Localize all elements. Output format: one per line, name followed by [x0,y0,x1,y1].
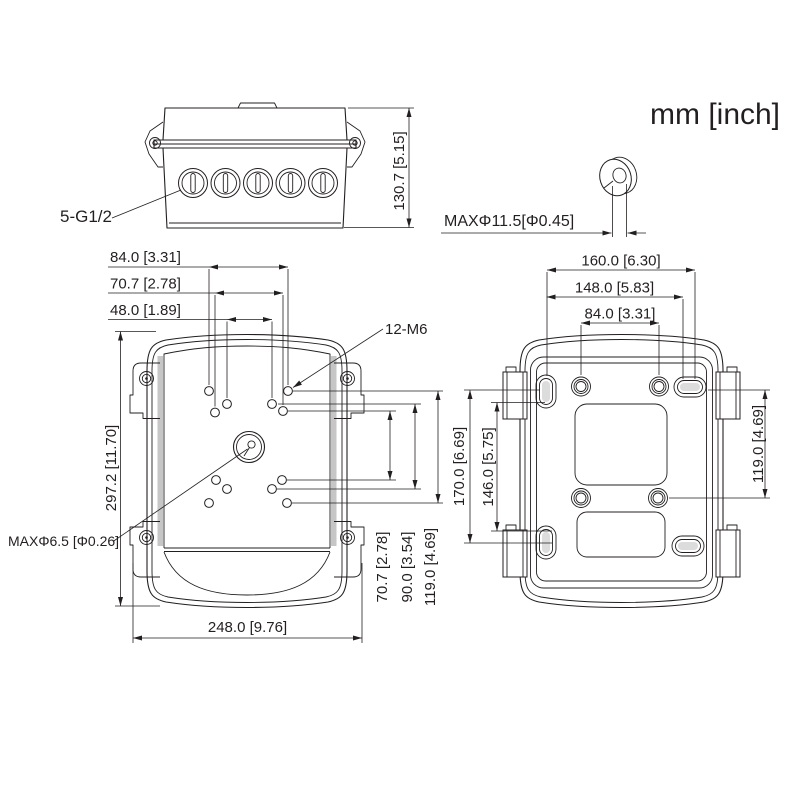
grommet-body [599,158,632,197]
front-center-hole [232,430,266,464]
front-dim-84: 84.0 [3.31] [110,249,181,266]
front-right-dim-70-7: 70.7 [2.78] [374,532,391,603]
back-hole-mid-left [571,488,591,508]
back-dim-160: 160.0 [6.30] [581,253,660,270]
units-label: mm [inch] [650,98,780,131]
front-m6-holes [204,386,293,508]
front-ear-bottom-left [129,521,160,578]
side-view-lid [162,107,348,141]
side-view: 130.7 [5.15] 5-G1/2 [60,102,414,229]
front-view: 84.0 [3.31] 70.7 [2.78] 48.0 [1.89] 12-M… [8,249,443,643]
back-right-dim-119: 119.0 [4.69] [750,405,767,483]
grommet-detail: MAXΦ11.5[Φ0.45] [441,156,646,237]
back-bracket-top-right [715,366,741,420]
front-center-hole-label: MAXΦ6.5 [Φ0.26] [8,533,119,549]
back-left-dim-146: 146.0 [5.75] [480,427,497,506]
side-height-dim: 130.7 [5.15] [391,131,408,210]
back-dim-84: 84.0 [3.31] [585,306,656,323]
front-right-dim-90: 90.0 [3.54] [399,532,416,603]
back-hole-mid-right [648,488,668,508]
back-outline [519,333,724,609]
back-left-dim-170: 170.0 [6.69] [451,427,468,506]
back-bracket-bottom-left [502,524,528,578]
front-outline [146,333,348,609]
front-thread-label: 12-M6 [385,321,428,338]
back-dim-148: 148.0 [5.83] [575,280,654,297]
back-slot-top-right [673,376,707,398]
back-view: 160.0 [6.30] 148.0 [5.83] 84.0 [3.31] 17… [451,253,770,609]
front-height-dim: 297.2 [11.70] [103,425,120,511]
side-view-body [162,147,348,229]
back-hole-top-right [649,376,669,397]
back-bracket-bottom-right [715,524,741,578]
side-view-right-latch [346,121,366,168]
grommet-max-dia-label: MAXΦ11.5[Φ0.45] [444,213,574,230]
front-ear-top-left [129,362,160,419]
side-view-left-latch [144,121,164,168]
back-slot-bottom-right [671,535,705,557]
back-hole-top-left [571,376,591,397]
front-ear-bottom-right [334,521,365,578]
side-view-top-nub [237,102,278,109]
back-upper-cutout [574,403,668,486]
front-ear-top-right [334,362,365,419]
front-width-dim: 248.0 [9.76] [208,619,287,636]
back-slot-bottom-left [535,525,557,560]
back-bracket-top-left [502,366,528,420]
front-dim-70-7-top: 70.7 [2.78] [110,276,181,293]
front-right-dim-119: 119.0 [4.69] [422,528,439,606]
grommet-hole [612,167,627,184]
side-view-knockouts [178,168,338,198]
knockout-count-label: 5-G1/2 [60,207,112,226]
back-lower-cutout [576,511,666,558]
back-slot-top-left [535,374,557,409]
front-dim-48: 48.0 [1.89] [110,302,181,319]
